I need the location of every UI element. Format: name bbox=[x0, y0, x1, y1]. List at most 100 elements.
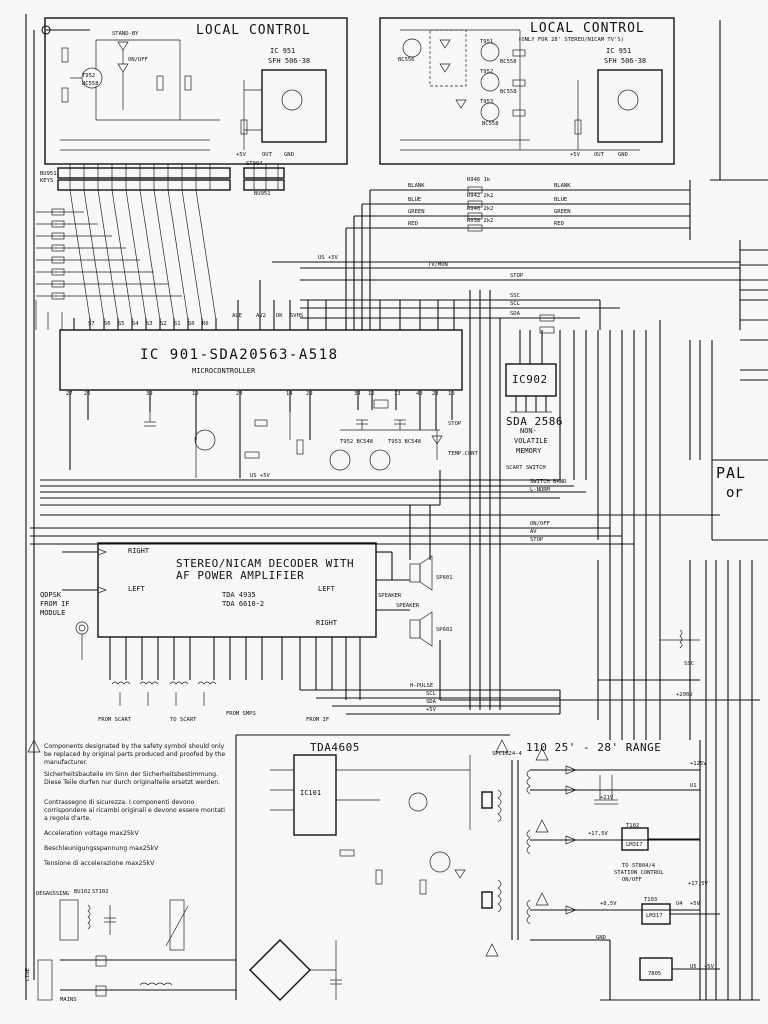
green-line: GREEN bbox=[408, 209, 425, 215]
decoder-scl-label: SCL bbox=[426, 691, 436, 697]
lm317-label-1: LM317 bbox=[626, 842, 643, 848]
onoff-led-label: ON/OFF bbox=[128, 57, 148, 63]
standby-label: STAND-BY bbox=[112, 31, 139, 37]
speaker-right-label: SPEAKER bbox=[396, 603, 420, 609]
ic902-desc1: NON- bbox=[520, 427, 537, 435]
vertical-signal-bundle bbox=[469, 290, 768, 740]
from-if-label: FROM IF bbox=[306, 717, 330, 723]
ic901-pin-label-r0: R0 bbox=[202, 321, 209, 327]
to-st804-label: TO ST804/4 bbox=[622, 863, 656, 869]
local-control-left-ic: IC 951 bbox=[270, 47, 296, 55]
ic901-pin-12: 12 bbox=[368, 391, 375, 397]
us5v-mc-label: US +5V bbox=[250, 473, 270, 479]
decoder-part-1: TDA 4935 bbox=[222, 591, 256, 599]
plus8-5v-label: +8,5V bbox=[600, 901, 617, 907]
qdpsk-2: FROM IF bbox=[40, 600, 70, 608]
ic901-pin-10: 10 bbox=[448, 391, 455, 397]
plus17-5v-label: +17,5V bbox=[588, 831, 608, 837]
smps-section bbox=[235, 734, 760, 1001]
speaker-left-label: SPEAKER bbox=[378, 593, 402, 599]
ic901-title: IC 901-SDA20563-A518 bbox=[140, 347, 339, 363]
r946-label: R946 1k bbox=[467, 177, 491, 183]
acc-voltage-en: Acceleration voltage max25kV bbox=[44, 830, 139, 837]
plus17-5v-out-label: +17,5V bbox=[688, 881, 708, 887]
plus21v-label: +21V bbox=[600, 795, 614, 801]
ic901-pin-27: 27 bbox=[66, 391, 73, 397]
blue-line-right: BLUE bbox=[554, 197, 568, 203]
ssc-label: SSC bbox=[510, 293, 520, 299]
green-line-right: GREEN bbox=[554, 209, 571, 215]
l-norm-label: L-NORM bbox=[530, 487, 550, 493]
plus125v-label: +125V bbox=[690, 761, 707, 767]
u4-label: U4 bbox=[676, 901, 683, 907]
plus5v-u5-label: +5V bbox=[704, 964, 714, 970]
ic901-pin-label-av2: AV2 bbox=[256, 313, 266, 319]
key-resistor-ladder bbox=[35, 208, 182, 330]
scl-label: SCL bbox=[510, 301, 520, 307]
decoder-title-1: STEREO/NICAM DECODER WITH bbox=[176, 557, 355, 570]
sp601-label: SP601 bbox=[436, 575, 453, 581]
bc558-label-1: BC558 bbox=[500, 59, 517, 65]
local-control-right-box bbox=[379, 17, 675, 165]
ic901-pin-label-s6: S6 bbox=[104, 321, 111, 327]
safety-note-de: Sicherheitsbauteile im Sinn der Sicherhe… bbox=[44, 771, 221, 786]
r938-label: R938 2k2 bbox=[467, 218, 494, 224]
local-control-right-ic: IC 951 bbox=[606, 47, 632, 55]
decoder-5v-label: +5V bbox=[426, 707, 436, 713]
lcl-supply: +5V bbox=[236, 152, 246, 158]
st102-label: ST102 bbox=[92, 889, 109, 895]
qdpsk-1: QDPSK bbox=[40, 591, 62, 599]
sda-label: SDA bbox=[510, 311, 520, 317]
ic901-pin-29: 29 bbox=[306, 391, 313, 397]
ic901-pin-label-s2: S2 bbox=[160, 321, 167, 327]
mains-input bbox=[37, 899, 342, 1001]
av-line-label: AV bbox=[530, 529, 537, 535]
local-control-right-subtitle: (ONLY FOR 28' STEREO/NICAM TV'S) bbox=[518, 37, 624, 43]
lcl-gnd: GND bbox=[284, 152, 294, 158]
safety-note-en: Components designated by the safety symb… bbox=[44, 743, 226, 766]
decoder-left-in: LEFT bbox=[128, 585, 145, 593]
to-scart-label: TO SCART bbox=[170, 717, 197, 723]
ic901-pin-34: 34 bbox=[354, 391, 361, 397]
decoder-filter-parts bbox=[111, 681, 217, 706]
stop-mc-label: STOP bbox=[448, 421, 462, 427]
smps-gnd-label: GND bbox=[596, 935, 606, 941]
ic901-pin-label-s1: S1 bbox=[174, 321, 181, 327]
plus5v-u4-label: +5V bbox=[690, 901, 700, 907]
us5v-label: US +5V bbox=[318, 255, 338, 261]
ic901-pin-label-s3: S3 bbox=[146, 321, 153, 327]
decoder-right-out: RIGHT bbox=[316, 619, 338, 627]
from-smps-label: FROM SMPS bbox=[226, 711, 256, 717]
temp-cont-label: TEMP.CONT bbox=[448, 451, 478, 457]
bc558-label-2: BC558 bbox=[500, 89, 517, 95]
ic901-pin-20: 20 bbox=[236, 391, 243, 397]
sp602-label: SP602 bbox=[436, 627, 453, 633]
ic901-pin-39: 39 bbox=[146, 391, 153, 397]
t952-left-label: T952 bbox=[82, 73, 96, 79]
local-control-left-title: LOCAL CONTROL bbox=[196, 23, 311, 38]
decoder-sda-label: SDA bbox=[426, 699, 436, 705]
t952-mc-label: T952 BC548 bbox=[340, 439, 374, 445]
ic101-label: IC101 bbox=[300, 789, 322, 797]
red-line-right: RED bbox=[554, 221, 564, 227]
r942-label: R942 2k2 bbox=[467, 193, 494, 199]
t102-label: T102 bbox=[626, 823, 640, 829]
ic902-desc3: MEMORY bbox=[516, 447, 542, 455]
right-ssc-label: SSC bbox=[684, 661, 694, 667]
lcl-out: OUT bbox=[262, 152, 272, 158]
ic902-body bbox=[505, 314, 557, 413]
onoff-line-label: ON/OFF bbox=[530, 521, 550, 527]
local-control-right-title: LOCAL CONTROL bbox=[530, 21, 645, 36]
decoder-part-2: TDA 6610-2 bbox=[222, 600, 265, 608]
local-control-right-sensor: SFH 506-38 bbox=[604, 57, 647, 65]
decoder-left-out: LEFT bbox=[318, 585, 335, 593]
decoder-title-2: AF POWER AMPLIFIER bbox=[176, 569, 305, 582]
ic901-pin-label-dk: DK bbox=[276, 313, 283, 319]
control-bus bbox=[30, 470, 720, 560]
from-scart-label: FROM SCART bbox=[98, 717, 132, 723]
qdpsk-3: MODULE bbox=[40, 609, 66, 617]
station-control-label: STATION CONTROL bbox=[614, 870, 664, 876]
t7805-label: 7805 bbox=[648, 971, 662, 977]
mains-label: MAINS bbox=[60, 997, 77, 1003]
stereo-decoder-body bbox=[62, 542, 720, 715]
